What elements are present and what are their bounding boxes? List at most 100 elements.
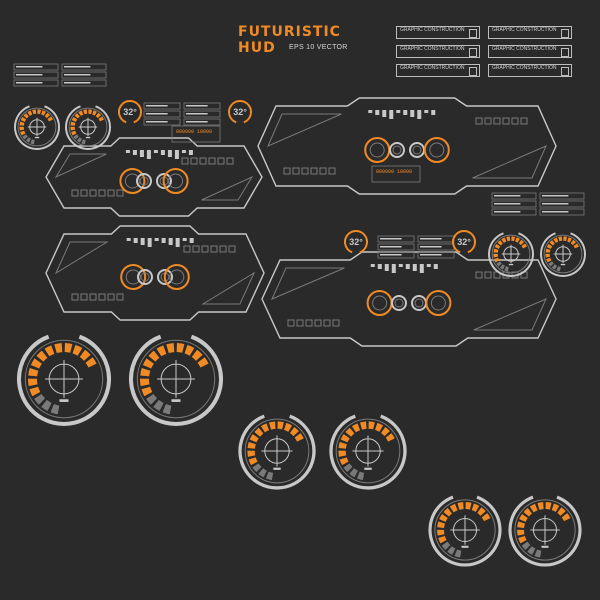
- panel-slot: [71, 189, 79, 197]
- panel-slot: [475, 271, 483, 279]
- gauge-segment: [247, 450, 256, 457]
- panel-bar: [370, 264, 375, 267]
- panel-dial-core: [430, 295, 446, 311]
- panel-bar: [410, 110, 415, 117]
- gauge-outer-ring: [488, 232, 534, 277]
- panel-dial: [425, 290, 452, 316]
- gauge-segment: [499, 264, 506, 270]
- panel-dial: [366, 290, 393, 316]
- small-label-text-line: [186, 113, 208, 115]
- small-label-text-line: [16, 82, 43, 84]
- gauge-segment: [191, 349, 203, 361]
- gauge-segment: [573, 243, 579, 249]
- gauge-segment: [518, 535, 527, 544]
- panel-bar: [382, 110, 387, 117]
- label-box: GRAPHIC CONSTRUCTION: [488, 64, 572, 77]
- gauge-inner-ring: [17, 107, 57, 147]
- gauge-segment: [515, 237, 520, 243]
- panel-slot: [71, 293, 79, 301]
- panel-bar: [188, 150, 193, 155]
- panel-slot: [332, 319, 340, 327]
- temperature-badge: 32°: [344, 230, 368, 254]
- panel-slot: [217, 157, 225, 165]
- gauge-inner-ring: [335, 418, 401, 484]
- small-label-box: [417, 251, 455, 259]
- gauge-segment: [44, 112, 51, 119]
- gauge-segment: [447, 546, 456, 555]
- gauge-segment: [64, 343, 73, 353]
- small-label-box: [491, 192, 537, 200]
- gauge-segment: [19, 121, 25, 126]
- panel-slot: [314, 319, 322, 327]
- small-label-text-line: [494, 211, 521, 213]
- badge-value: 32°: [233, 107, 247, 117]
- hud-gauges: [14, 105, 586, 567]
- gauge-segment: [465, 502, 472, 510]
- panel-bar: [433, 264, 438, 269]
- small-label-text-line: [16, 66, 43, 68]
- gauge-segment: [345, 427, 355, 437]
- small-label-text-line: [542, 203, 569, 205]
- gauge-segment: [44, 345, 55, 357]
- gauge-segment: [437, 529, 445, 536]
- panel-dial: [423, 137, 450, 163]
- gauge-segment: [20, 116, 27, 122]
- panel-bar: [377, 264, 382, 269]
- gauge-segment: [260, 423, 270, 433]
- gauge-segment: [98, 116, 104, 122]
- temperature-badge: 32°: [228, 100, 252, 124]
- panel-slot: [201, 245, 209, 253]
- panel-bar: [153, 150, 158, 153]
- panel-dial: [157, 269, 173, 285]
- panel-accent-left: [54, 241, 109, 275]
- gauge-segment: [76, 137, 83, 143]
- panel-slot: [328, 167, 336, 175]
- small-label-box: [539, 208, 585, 216]
- gauge-segment: [54, 343, 63, 354]
- gauge-outer-ring: [540, 232, 586, 277]
- gauge-segment: [28, 368, 39, 377]
- panel-dial: [411, 295, 427, 311]
- panel-slot: [107, 189, 115, 197]
- panel-accent-right: [472, 145, 547, 179]
- gauge-segment: [558, 236, 563, 242]
- gauge-segment: [23, 113, 29, 119]
- panel-slot: [296, 319, 304, 327]
- hud-panels: [45, 97, 557, 347]
- panel-slot: [89, 293, 97, 301]
- panel-slot: [98, 189, 106, 197]
- gauge-segment: [166, 343, 175, 354]
- panel-accent-right: [201, 175, 254, 201]
- panel-accent-left: [271, 267, 345, 300]
- small-label-box: [183, 102, 221, 110]
- panel-slot: [183, 245, 191, 253]
- gauge-segment: [92, 110, 97, 116]
- gauge-segment: [41, 110, 46, 116]
- panel-dial-core: [139, 176, 149, 186]
- small-label-text-line: [146, 113, 168, 115]
- badge-ring: [344, 230, 368, 254]
- gauge-segment: [454, 549, 462, 558]
- badge-ring: [228, 100, 252, 124]
- small-label-text-line: [420, 246, 442, 248]
- panel-bar: [132, 150, 137, 155]
- gauge-segment: [28, 378, 38, 387]
- gauge-segment: [32, 109, 37, 115]
- panel-bar: [167, 150, 172, 157]
- small-label-box: [183, 110, 221, 118]
- small-label-text-line: [186, 121, 208, 123]
- panel-bar: [140, 238, 145, 245]
- gauge-dial: [329, 414, 407, 490]
- gauge-inner-ring: [68, 107, 108, 147]
- gauge-segment: [441, 541, 451, 551]
- small-label-box: [143, 110, 181, 118]
- gauge-marker: [461, 545, 469, 548]
- gauge-segment: [79, 349, 91, 361]
- readout-frame: [371, 165, 421, 183]
- gauge-segment: [360, 421, 367, 430]
- panel-dial-core: [125, 269, 141, 285]
- panel-bar: [139, 150, 144, 157]
- small-label-text-line: [542, 195, 569, 197]
- gauge-dial: [508, 495, 582, 567]
- panel-bar: [182, 238, 187, 241]
